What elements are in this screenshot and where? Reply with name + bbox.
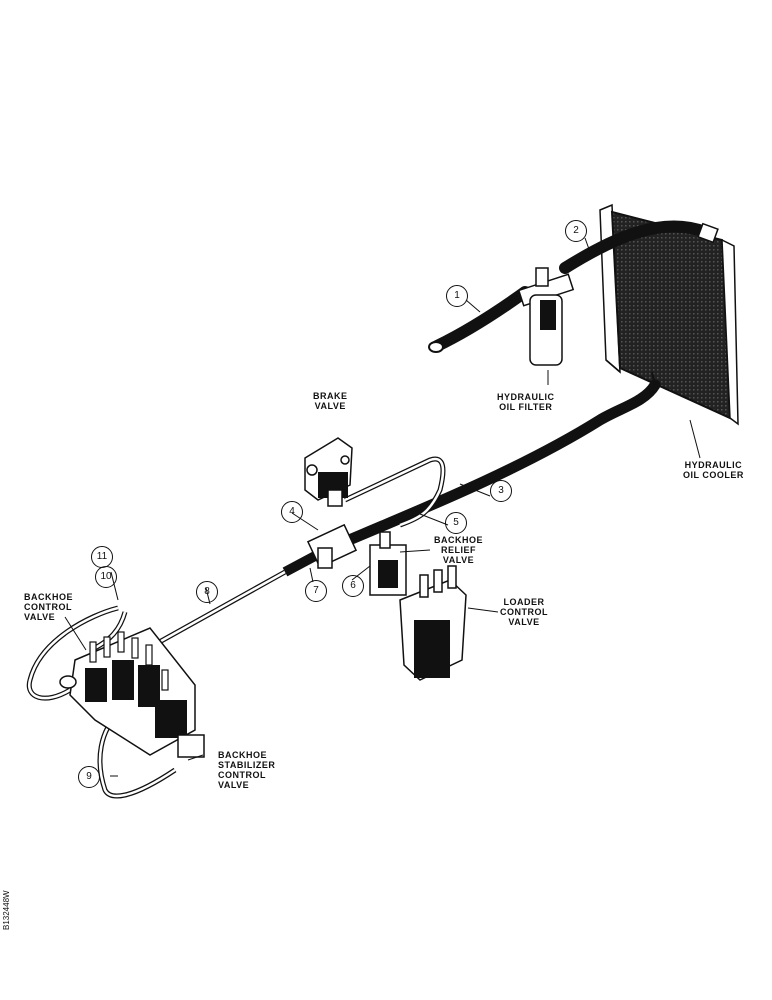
hose-2 <box>559 220 711 274</box>
label-hydraulic-oil-cooler: HYDRAULIC OIL COOLER <box>683 460 744 480</box>
callout-4: 4 <box>281 501 303 523</box>
manifold-tee <box>306 523 358 569</box>
callout-3: 3 <box>490 480 512 502</box>
oil-cooler <box>599 203 739 426</box>
callout-1: 1 <box>446 285 468 307</box>
callout-8: 8 <box>196 581 218 603</box>
callout-2: 2 <box>565 220 587 242</box>
backhoe-relief-valve <box>369 531 407 596</box>
hose-3 <box>324 379 661 554</box>
brake-valve <box>304 437 353 507</box>
callout-11: 11 <box>91 546 113 568</box>
callout-6: 6 <box>342 575 364 597</box>
label-backhoe-relief-valve: BACKHOE RELIEF VALVE <box>434 535 484 565</box>
backhoe-control-valve <box>59 627 205 758</box>
callout-10: 10 <box>95 566 117 588</box>
callout-5: 5 <box>445 512 467 534</box>
oil-filter <box>517 267 575 366</box>
loader-control-valve <box>399 565 467 681</box>
label-backhoe-control-valve: BACKHOE CONTROL VALVE <box>24 592 74 622</box>
label-brake-valve: BRAKE VALVE <box>313 391 348 411</box>
label-hydraulic-oil-filter: HYDRAULIC OIL FILTER <box>497 392 555 412</box>
hose-1 <box>431 286 531 352</box>
label-loader-control-valve: LOADER CONTROL VALVE <box>500 597 548 627</box>
callout-9: 9 <box>78 766 100 788</box>
callout-7: 7 <box>305 580 327 602</box>
drawing-id: B132448W <box>2 890 11 930</box>
label-backhoe-stabilizer-control-valve: BACKHOE STABILIZER CONTROL VALVE <box>218 750 276 790</box>
